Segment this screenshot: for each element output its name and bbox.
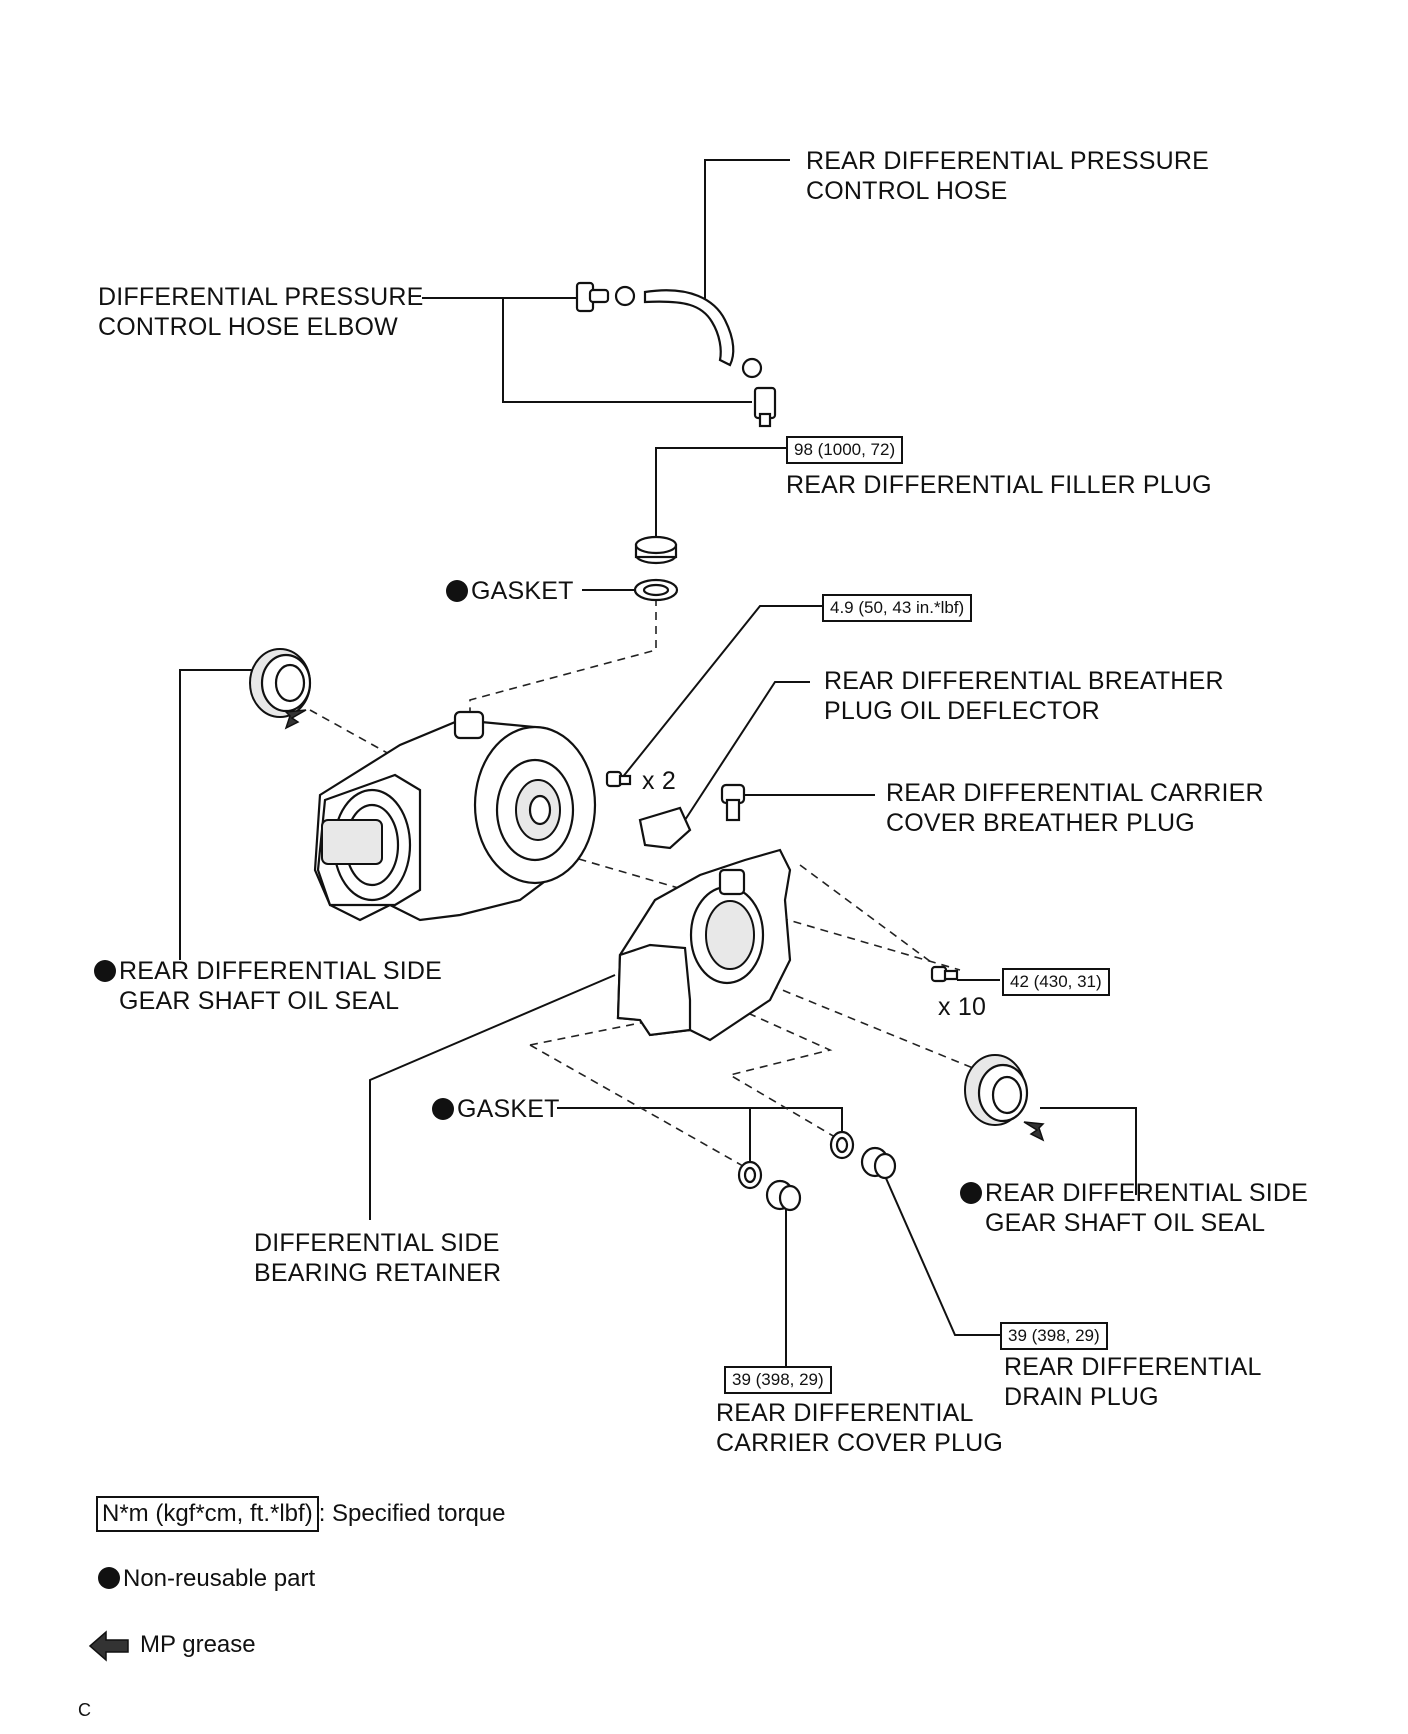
- qty-deflector-bolts: x 2: [642, 767, 676, 795]
- side-seal-right-part: [964, 1054, 1045, 1142]
- torque-retainer-bolt: 42 (430, 31): [1002, 968, 1110, 996]
- label-gasket-bottom: GASKET: [432, 1094, 560, 1124]
- torque-filler-plug: 98 (1000, 72): [786, 436, 904, 464]
- non-reusable-dot-icon: [94, 960, 116, 982]
- gasket-top-part: [633, 578, 679, 602]
- label-side-seal-left: REAR DIFFERENTIAL SIDE GEAR SHAFT OIL SE…: [94, 956, 442, 1016]
- side-seal-left-part: [249, 648, 312, 730]
- breather-plug-part: [720, 783, 746, 822]
- mp-grease-arrow-icon: [88, 1630, 129, 1662]
- legend-torque-desc: : Specified torque: [318, 1500, 506, 1527]
- non-reusable-dot-icon: [432, 1098, 454, 1120]
- legend-non-reusable: Non-reusable part: [98, 1563, 315, 1595]
- breather-deflector-part: [638, 806, 692, 850]
- legend-grease: MP grease: [140, 1631, 256, 1658]
- torque-deflector-bolt: 4.9 (50, 43 in.*lbf): [822, 594, 973, 622]
- non-reusable-dot-icon: [98, 1567, 120, 1589]
- drain-plug-part: [860, 1146, 897, 1180]
- filler-plug-part: [634, 535, 678, 565]
- cover-plug-part: [765, 1179, 802, 1212]
- differential-carrier-part: [313, 710, 597, 922]
- gasket-bottom-parts: [737, 1130, 855, 1190]
- pressure-hose-assembly: [575, 281, 777, 428]
- label-filler-plug: REAR DIFFERENTIAL FILLER PLUG: [786, 471, 1212, 499]
- side-bearing-retainer-part: [616, 848, 792, 1042]
- torque-drain-plug: 39 (398, 29): [1000, 1322, 1108, 1350]
- legend-torque: N*m (kgf*cm, ft.*lbf): Specified torque: [96, 1496, 506, 1532]
- retainer-bolt-part: [930, 965, 959, 983]
- torque-cover-plug: 39 (398, 29): [724, 1366, 832, 1394]
- label-gasket-top: GASKET: [446, 576, 574, 606]
- non-reusable-dot-icon: [446, 580, 468, 602]
- non-reusable-dot-icon: [960, 1182, 982, 1204]
- deflector-bolt-part: [605, 770, 632, 788]
- corner-mark: C: [78, 1700, 91, 1720]
- qty-retainer-bolts: x 10: [938, 993, 987, 1021]
- legend-torque-unit: N*m (kgf*cm, ft.*lbf): [96, 1496, 319, 1532]
- label-side-seal-right: REAR DIFFERENTIAL SIDE GEAR SHAFT OIL SE…: [960, 1178, 1308, 1238]
- leader-lines: [179, 159, 1137, 1370]
